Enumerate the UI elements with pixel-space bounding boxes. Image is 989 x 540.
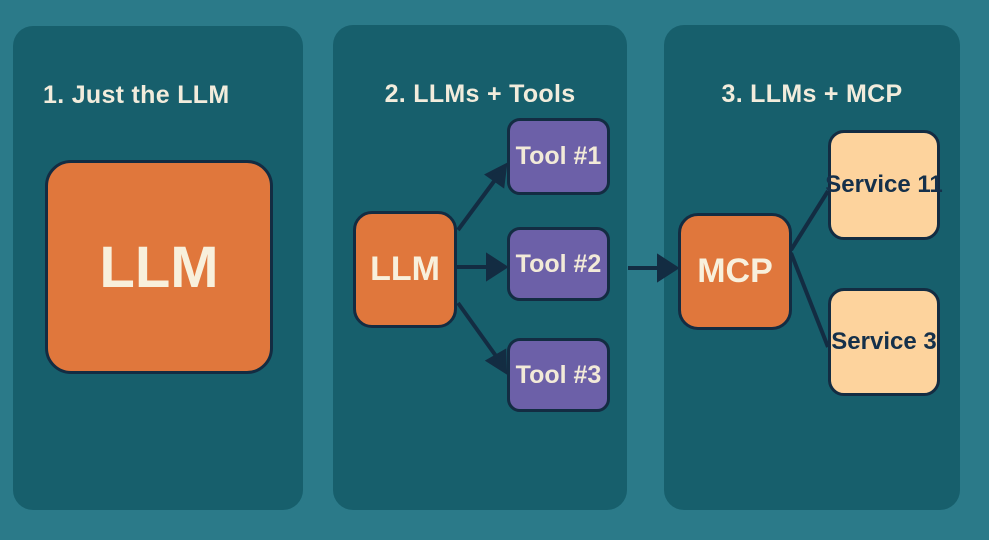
node-service-3-label: Service 3 bbox=[831, 328, 937, 355]
node-llm-tools: LLM bbox=[353, 211, 457, 328]
node-tool-2: Tool #2 bbox=[507, 227, 610, 301]
node-mcp-label: MCP bbox=[697, 252, 773, 290]
node-tool-1-label: Tool #1 bbox=[515, 142, 602, 170]
node-service-3: Service 3 bbox=[828, 288, 940, 396]
node-tool-3-label: Tool #3 bbox=[515, 360, 602, 389]
node-mcp: MCP bbox=[678, 213, 792, 330]
node-tool-1: Tool #1 bbox=[507, 118, 610, 195]
node-tool-2-label: Tool #2 bbox=[515, 249, 602, 278]
node-llm-solo: LLM bbox=[45, 160, 273, 374]
panel-2-title: 2. LLMs + Tools bbox=[384, 80, 576, 108]
node-llm-tools-label: LLM bbox=[370, 250, 440, 288]
panel-3-title: 3. LLMs + MCP bbox=[721, 80, 903, 108]
node-service-11: Service 11 bbox=[825, 130, 943, 240]
node-tool-3: Tool #3 bbox=[507, 338, 610, 412]
node-service-11-label: Service 11 bbox=[825, 171, 943, 198]
node-llm-solo-label: LLM bbox=[99, 234, 219, 300]
panel-1-title: 1. Just the LLM bbox=[43, 81, 230, 109]
